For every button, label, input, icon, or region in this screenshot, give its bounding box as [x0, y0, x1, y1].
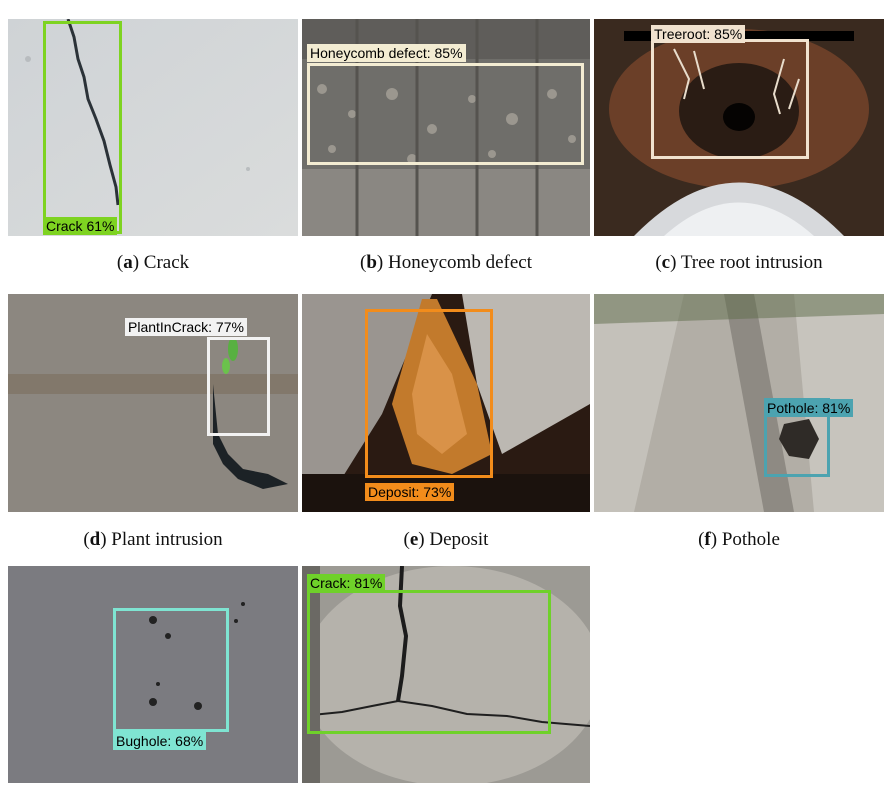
honeycomb-bounding-box	[307, 63, 584, 165]
treeroot-bounding-box	[651, 39, 809, 159]
treeroot-photo-image	[594, 19, 884, 236]
photo-crack-2: Crack: 81%	[302, 566, 590, 783]
caption-f: (f) Pothole	[698, 529, 780, 550]
photo-tree-root: Treeroot: 85%	[594, 19, 884, 236]
crack2-bounding-box	[307, 590, 551, 734]
crack-bounding-box	[43, 21, 122, 234]
deposit-bounding-box	[365, 309, 493, 478]
photo-bughole: Bughole: 68%	[8, 566, 298, 783]
caption-b: (b) Honeycomb defect	[359, 252, 532, 273]
deposit-detection-label: Deposit: 73%	[365, 483, 455, 501]
caption-c: (c) Tree root intrusion	[655, 252, 823, 273]
photo-crack: Crack 61%	[8, 19, 298, 236]
pothole-detection-label: Pothole: 81%	[764, 399, 854, 417]
photo-honeycomb: Honeycomb defect: 85%	[302, 19, 590, 236]
plant-detection-label: PlantInCrack: 77%	[125, 318, 247, 336]
bughole-detection-label: Bughole: 68%	[113, 732, 207, 750]
caption-d: (d) Plant intrusion	[83, 529, 223, 550]
photo-deposit: Deposit: 73%	[302, 294, 590, 512]
honeycomb-detection-label: Honeycomb defect: 85%	[307, 44, 466, 62]
crack2-detection-label: Crack: 81%	[307, 574, 386, 592]
crack2-photo-image	[302, 566, 590, 783]
plant-bounding-box	[207, 337, 270, 436]
caption-e: (e) Deposit	[403, 529, 489, 550]
deposit-photo-image	[302, 294, 590, 512]
photo-plant-intrusion: PlantInCrack: 77%	[8, 294, 298, 512]
treeroot-detection-label: Treeroot: 85%	[651, 25, 746, 43]
caption-a: (a) Crack	[116, 252, 190, 273]
photo-pothole: Pothole: 81%	[594, 294, 884, 512]
crack-photo-image	[8, 19, 298, 236]
bughole-bounding-box	[113, 608, 229, 732]
crack-detection-label: Crack 61%	[43, 217, 118, 235]
